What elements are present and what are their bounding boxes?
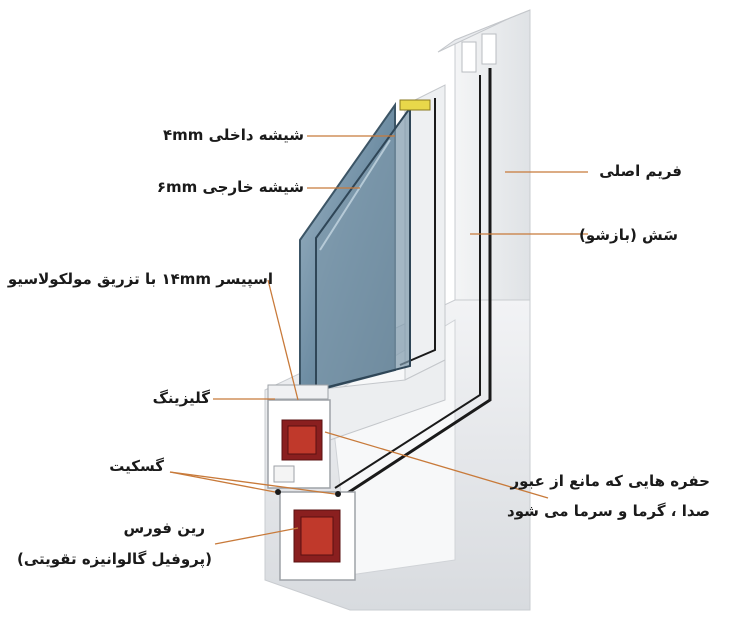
inner-glass-pane [315,104,411,392]
label-inner-glass: شیشه داخلی ۴mm [162,126,304,144]
frame-reinforcement-inner [300,516,334,556]
label-sash: سَش (بازشو) [579,226,678,244]
sash-chamber-small [273,465,295,483]
spacer-top [399,99,431,111]
gasket-line-frame [339,68,492,500]
gasket-dot-1 [275,489,281,495]
main-frame-top-section [437,9,531,53]
glazing-bead [267,384,329,400]
gasket-line-sash [334,75,481,489]
label-spacer: اسپیسر ۱۴mm با تزریق مولکولاسیو [7,270,273,288]
label-chambers-line1: حفره هایی که مانع از عبور [510,472,710,490]
leader-lines [169,135,588,545]
sash-reinforcement-inner [287,425,317,455]
label-main-frame: فریم اصلی [599,162,682,180]
frame-chamber-top-1 [461,41,477,73]
frame-chamber-top-2 [481,33,497,65]
label-glazing: گلیزینگ [152,389,210,407]
label-reinforcement-subtitle: (پروفیل گالوانیزه تقویتی) [16,550,212,568]
label-reinforcement-title: رین فورس [123,519,205,537]
glass-highlight [319,139,391,251]
gasket-dot-2 [335,491,341,497]
label-chambers-line2: صدا ، گرما و سرما می شود [507,502,710,520]
label-outer-glass: شیشه خارجی ۶mm [156,178,304,196]
label-gasket: گسکیت [109,457,164,475]
gasket-line-inner [399,98,436,366]
